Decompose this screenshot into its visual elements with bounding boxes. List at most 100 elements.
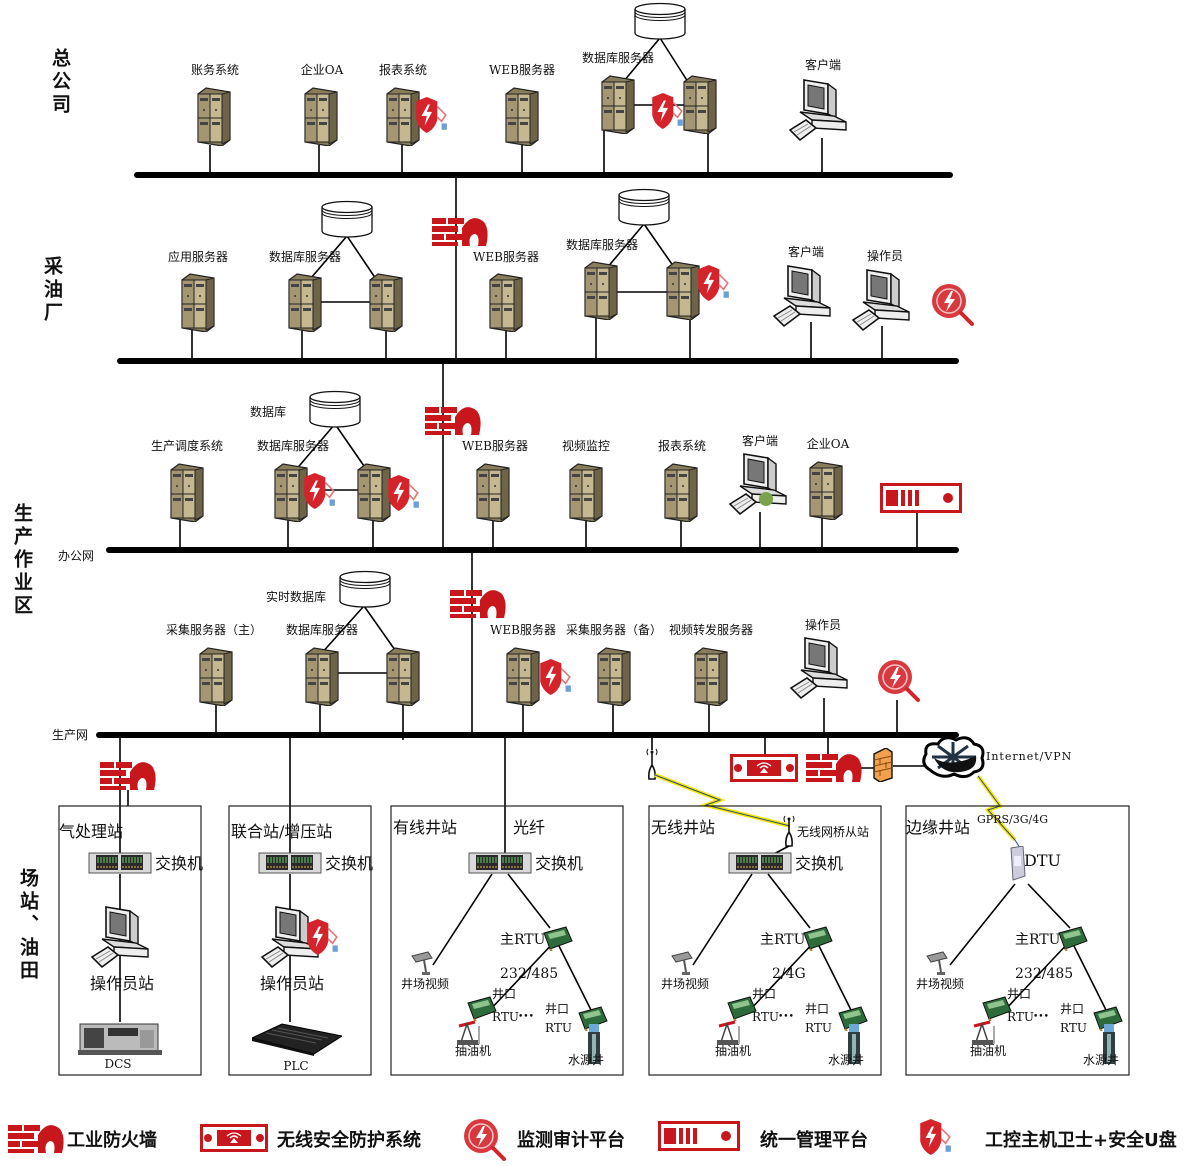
plant-row: 应用服务器 数据库服务器 WEB服务器 数据库服务器 客户端 操作员 [168, 188, 974, 361]
label-cellular: GPRS/3G/4G [977, 813, 1048, 826]
label-switch: 交换机 [795, 854, 843, 873]
label-oa: 企业OA [301, 62, 344, 77]
label-bridge: 无线网桥从站 [797, 825, 869, 839]
label-rtu: RTU [1007, 1010, 1034, 1024]
server-video-forward-icon[interactable] [694, 647, 728, 706]
server-collect-main-icon[interactable] [199, 647, 233, 706]
label-realtime-db: 实时数据库 [266, 589, 326, 604]
label-operator: 操作员 [805, 617, 841, 632]
server-db-icon[interactable] [305, 647, 339, 706]
server-db-icon[interactable] [369, 273, 403, 332]
management-platform-icon[interactable] [880, 483, 962, 513]
server-db-icon[interactable] [601, 75, 635, 134]
legend-label: 工控主机卫士+安全U盘 [985, 1129, 1177, 1151]
legend: 工业防火墙 无线安全防护系统 监测审计平台 统一管理平台 工控主机卫士+安全U盘 [8, 1117, 1177, 1161]
legend-label: 统一管理平台 [760, 1129, 868, 1151]
label-water-well: 水源井 [568, 1053, 604, 1067]
server-web-icon[interactable] [489, 273, 523, 332]
operator-pc-icon[interactable] [790, 637, 848, 699]
shield-badge-icon [759, 492, 773, 506]
server-oa-icon[interactable] [304, 87, 338, 146]
label-db-server: 数据库服务器 [257, 438, 329, 453]
host-guard-icon[interactable] [697, 264, 730, 302]
host-guard-icon[interactable] [539, 658, 572, 696]
server-collect-backup-icon[interactable] [597, 647, 631, 706]
server-db-icon[interactable] [386, 647, 420, 706]
firewall-icon[interactable] [450, 590, 506, 618]
label-rtu: RTU [1060, 1021, 1087, 1035]
server-oa-icon[interactable] [809, 461, 843, 520]
operator-pc-icon[interactable] [852, 269, 910, 331]
server-report-icon[interactable] [386, 87, 420, 146]
server-web-icon[interactable] [506, 647, 540, 706]
station-title: 边缘井站 [906, 818, 970, 837]
label-report: 报表系统 [379, 62, 427, 77]
label-wellhead: 井口 [492, 987, 516, 1001]
server-db-icon[interactable] [274, 463, 308, 522]
host-guard-icon[interactable] [303, 472, 336, 510]
label-rtu: RTU [752, 1010, 779, 1024]
server-db-icon[interactable] [357, 463, 391, 522]
label-main-rtu: 主RTU [760, 932, 806, 948]
station-edge: 边缘井站 GPRS/3G/4G DTU 主RTU 232/485 井场视频 井口… [905, 805, 1130, 1076]
label-operator-station: 操作员站 [90, 974, 154, 993]
server-db-icon[interactable] [288, 273, 322, 332]
legend-label: 监测审计平台 [517, 1129, 625, 1151]
section-label-field: 场站、油田 [17, 868, 39, 983]
client-pc-icon[interactable] [729, 453, 787, 515]
firewall-icon[interactable] [432, 218, 488, 246]
switch-icon[interactable] [88, 852, 152, 874]
wireless-protection-icon[interactable] [730, 754, 798, 782]
server-db-icon[interactable] [584, 261, 618, 320]
audit-icon[interactable] [876, 658, 920, 702]
legend-firewall-icon [8, 1125, 64, 1153]
server-db-icon[interactable] [683, 75, 717, 134]
camera-icon [671, 951, 693, 976]
server-dispatch-icon[interactable] [170, 463, 204, 522]
database-icon [634, 2, 686, 40]
server-app-icon[interactable] [181, 273, 215, 332]
station-title: 有线井站 [393, 818, 457, 837]
switch-icon[interactable] [258, 852, 322, 874]
field-uplinks: Internet/VPN [100, 735, 1071, 870]
host-guard-icon[interactable] [387, 474, 420, 512]
host-guard-icon[interactable] [415, 96, 448, 134]
server-video-icon[interactable] [569, 463, 603, 522]
database-icon [321, 200, 373, 238]
label-water-well: 水源井 [1083, 1053, 1119, 1067]
legend-label: 工业防火墙 [67, 1129, 157, 1151]
station-title: 无线井站 [651, 818, 715, 837]
label-db-server: 数据库服务器 [286, 622, 358, 637]
label-protocol: 232/485 [1015, 966, 1073, 982]
legend-management-icon [658, 1121, 740, 1151]
firewall-icon[interactable] [806, 754, 862, 782]
pump-jack-icon [970, 1020, 996, 1046]
label-web: WEB服务器 [489, 62, 555, 77]
server-web-icon[interactable] [476, 463, 510, 522]
camera-icon [411, 951, 433, 976]
label-rtu: RTU [492, 1010, 519, 1024]
server-report-icon[interactable] [664, 463, 698, 522]
switch-icon[interactable] [728, 852, 792, 874]
ellipsis: ••• [778, 1012, 794, 1022]
client-pc-icon[interactable] [789, 79, 847, 141]
firewall-icon[interactable] [425, 407, 481, 435]
server-accounting-icon[interactable] [197, 87, 231, 146]
label-pump: 抽油机 [455, 1044, 491, 1058]
pump-jack-icon [715, 1020, 741, 1046]
label-main-rtu: 主RTU [500, 932, 546, 948]
firewall-icon[interactable] [100, 762, 156, 790]
label-operator-station: 操作员站 [260, 974, 324, 993]
host-guard-icon[interactable] [651, 92, 684, 130]
section-label-hq: 总公司 [49, 47, 71, 117]
label-dispatch: 生产调度系统 [151, 438, 223, 453]
server-web-icon[interactable] [505, 87, 539, 146]
switch-icon[interactable] [468, 852, 532, 874]
dtu-icon [1010, 846, 1026, 881]
host-guard-icon[interactable] [306, 918, 339, 956]
server-db-icon[interactable] [666, 261, 700, 320]
internet-cloud-icon [922, 736, 985, 779]
client-pc-icon[interactable] [773, 265, 831, 327]
audit-icon[interactable] [930, 282, 974, 326]
